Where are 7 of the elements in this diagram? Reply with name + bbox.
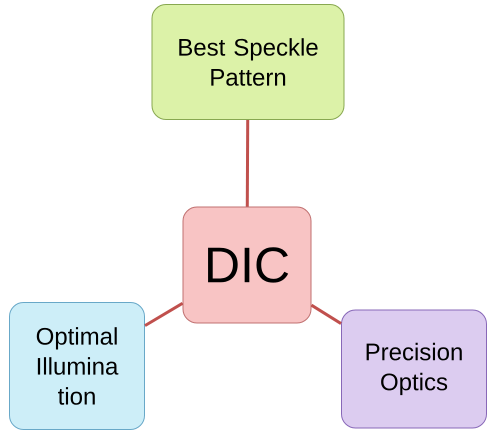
topic-box: Precision Optics [341,310,487,428]
topic-box: Best Speckle Pattern [152,4,344,120]
connector-line [310,304,342,325]
connector-line [246,120,250,206]
center-box: DIC [182,206,312,324]
connector-line [144,302,184,327]
topic-box: Optimal Illumina tion [9,302,145,430]
